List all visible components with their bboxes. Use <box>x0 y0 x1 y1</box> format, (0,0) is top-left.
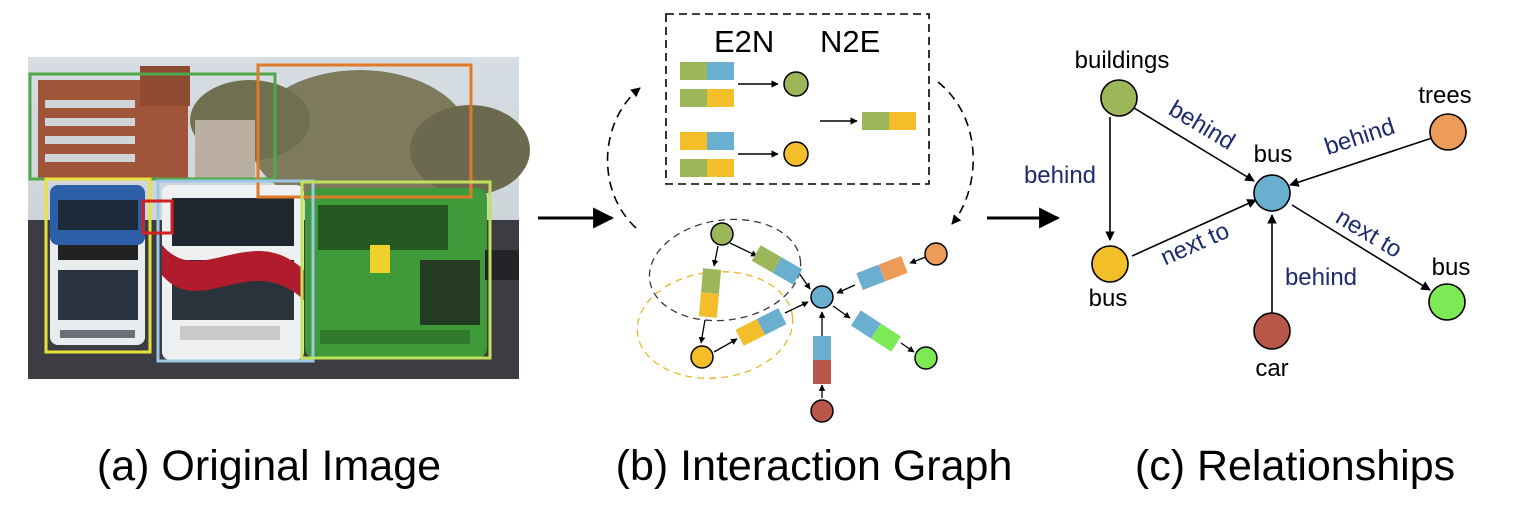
bbox-car <box>141 199 174 235</box>
rel-edge-label-buildings-bus: behind <box>1164 95 1240 155</box>
graph-node-trees <box>924 242 948 266</box>
relationships-graph: buildings trees bus bus bus car behind b… <box>1024 47 1472 382</box>
rel-node-label-trees: trees <box>1418 82 1471 109</box>
rel-node-trees <box>1429 113 1467 151</box>
original-image <box>28 57 530 379</box>
rel-node-bus-right <box>1428 283 1466 321</box>
interaction-graph: E2N N2E <box>606 13 974 423</box>
e2n-n2e-inset <box>665 13 930 185</box>
rel-edge-bus-busright <box>1291 204 1431 291</box>
rel-node-label-bus-center: bus <box>1254 141 1293 168</box>
e2n-node-buildings <box>783 71 809 97</box>
rel-node-bus-left <box>1091 245 1129 283</box>
rel-node-label-car: car <box>1255 355 1288 382</box>
n2e-edge-feature <box>862 112 916 130</box>
edge-bar-busleft-bus <box>735 308 787 346</box>
n2e-header: N2E <box>820 24 880 59</box>
rel-node-bus-center <box>1253 174 1291 212</box>
rel-node-label-bus-right: bus <box>1432 254 1471 281</box>
rel-edge-label-busleft-bus: next to <box>1157 217 1234 271</box>
bbox-buildings <box>28 72 277 181</box>
graph-node-bus-right <box>914 346 938 370</box>
neighborhood-buildings <box>648 218 802 322</box>
caption-original-image: (a) Original Image <box>97 442 441 490</box>
edge-bar-bus-busright <box>850 310 902 352</box>
graph-node-bus-center <box>810 285 834 309</box>
bbox-bus-center <box>156 179 315 363</box>
bbox-trees <box>256 63 473 199</box>
edge-bar-trees-bus <box>856 255 908 291</box>
neighborhood-bus <box>636 271 794 379</box>
edge-bar-car-bus <box>813 336 831 384</box>
rel-edge-trees-bus <box>1289 137 1433 187</box>
rel-edge-buildings-bus <box>1133 107 1255 182</box>
e2n-edge-feature <box>680 62 734 107</box>
e2n-header: E2N <box>714 24 774 59</box>
rel-node-label-buildings: buildings <box>1075 47 1170 74</box>
bbox-bus-left <box>44 177 152 354</box>
bbox-bus-right <box>300 180 492 360</box>
graph-node-bus-left <box>690 345 714 369</box>
graph-node-buildings <box>710 222 734 246</box>
e2n-node-bus <box>783 141 809 167</box>
rel-edge-label-car-bus: behind <box>1285 264 1357 291</box>
edge-bar-buildings-bus <box>751 245 803 285</box>
caption-interaction-graph: (b) Interaction Graph <box>616 442 1013 490</box>
rel-node-car <box>1253 312 1291 350</box>
rel-edge-label-bus-busright: next to <box>1331 203 1407 263</box>
rel-edge-label-buildings-busleft: behind <box>1024 162 1096 189</box>
rel-node-label-bus-left: bus <box>1089 285 1128 312</box>
e2n-edge-feature <box>680 132 734 177</box>
dashed-loop-right <box>937 81 974 225</box>
edge-bar-buildings-busleft <box>698 268 722 318</box>
rel-node-buildings <box>1100 79 1138 117</box>
graph-node-car <box>810 399 834 423</box>
rel-edge-busleft-bus <box>1131 199 1257 257</box>
dashed-loop-left <box>606 87 641 229</box>
caption-relationships: (c) Relationships <box>1135 442 1455 490</box>
